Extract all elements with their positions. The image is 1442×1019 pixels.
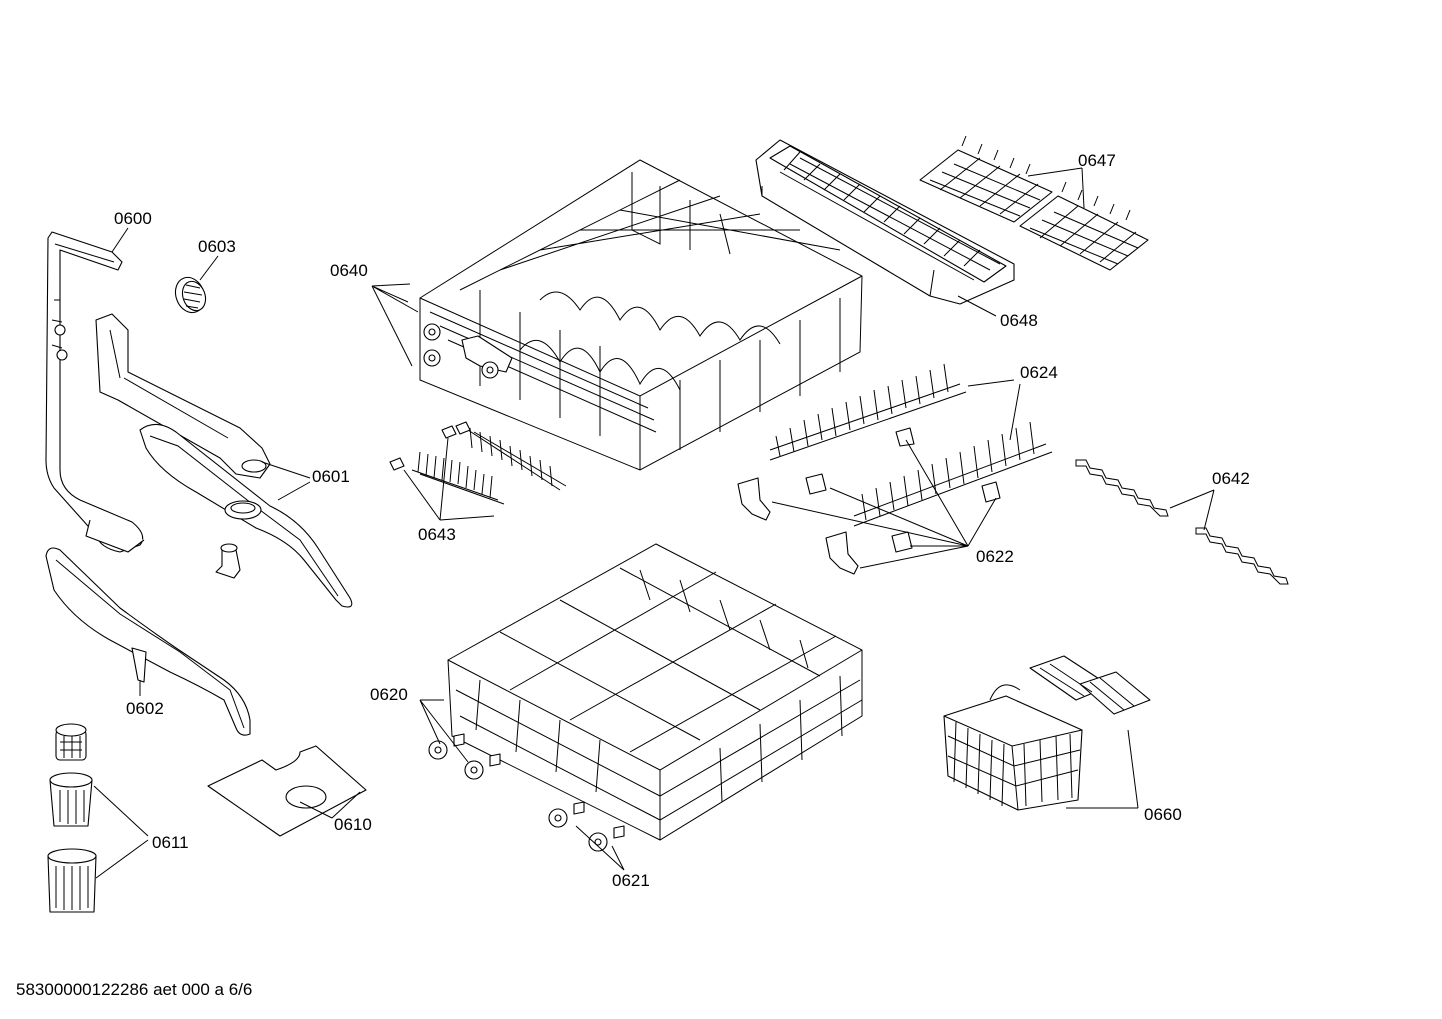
document-id-footer: 58300000122286 aet 000 a 6/6 xyxy=(16,980,253,999)
callout-0603: 0603 xyxy=(198,237,236,256)
leader-lines xyxy=(93,167,1215,879)
part-0660-cutlery-basket xyxy=(943,655,1151,811)
part-0603-filter-disc xyxy=(174,276,207,314)
part-0648-cutlery-tray xyxy=(755,139,1015,305)
callout-0610: 0610 xyxy=(334,815,372,834)
callout-labels: 0600 0601 0602 0603 0610 0611 0620 0621 … xyxy=(114,151,1250,890)
callout-0648: 0648 xyxy=(1000,311,1038,330)
part-0620-lower-basket xyxy=(428,543,863,852)
part-0643-tine-racks xyxy=(389,421,567,505)
part-0640-upper-basket xyxy=(419,159,863,471)
part-0611-filters xyxy=(47,723,97,913)
callout-0600: 0600 xyxy=(114,209,152,228)
callout-0643: 0643 xyxy=(418,525,456,544)
callout-0622: 0622 xyxy=(976,547,1014,566)
part-0610-filter-plate xyxy=(207,745,367,837)
callout-0602: 0602 xyxy=(126,699,164,718)
part-upper-spray-arm xyxy=(95,313,271,479)
callout-0624: 0624 xyxy=(1020,363,1058,382)
callout-0611: 0611 xyxy=(152,833,189,852)
callout-0660: 0660 xyxy=(1144,805,1182,824)
callout-0621: 0621 xyxy=(612,871,650,890)
part-0601-spray-arm xyxy=(139,423,353,608)
callout-0642: 0642 xyxy=(1212,469,1250,488)
part-0602-spray-arm xyxy=(45,547,251,736)
part-0647-tray-inserts xyxy=(919,135,1149,271)
callout-0640: 0640 xyxy=(330,261,368,280)
part-0600-supply-tube xyxy=(45,231,145,553)
callout-0620: 0620 xyxy=(370,685,408,704)
callout-0601: 0601 xyxy=(312,467,350,486)
part-0624-tine-racks xyxy=(769,363,1053,527)
part-0642-zigzag-racks xyxy=(1075,459,1289,585)
callout-0647: 0647 xyxy=(1078,151,1116,170)
part-0622-clips xyxy=(737,427,1001,575)
